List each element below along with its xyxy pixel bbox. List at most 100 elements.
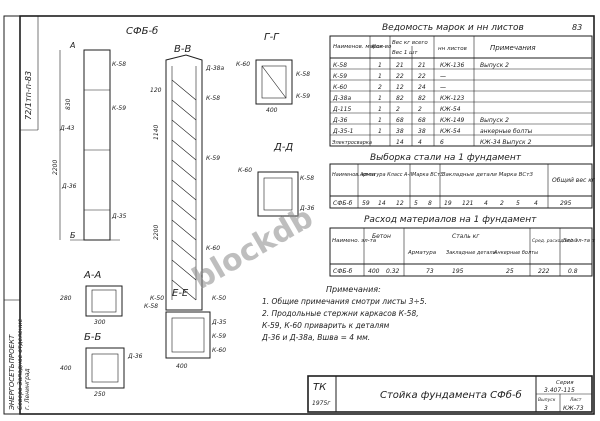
label-sfb-b: СФБ-б (126, 25, 158, 37)
dim-120-vv: 120 (150, 87, 162, 94)
label-bb: Б-Б (84, 332, 101, 343)
label-d35: Д-35 (111, 213, 127, 220)
svg-text:5: 5 (516, 200, 520, 207)
label-a-top: А (69, 41, 75, 50)
label-k59-ee: К-59 (212, 333, 226, 340)
notes-line-4: Д-36 и Д-38а, Вшва = 4 мм. (261, 333, 370, 342)
steel-table-frame (329, 163, 593, 209)
svg-text:25: 25 (506, 268, 514, 275)
steel-head-embedded: Закладные детали Марка ВСт3 (442, 172, 533, 178)
svg-text:1: 1 (378, 95, 382, 102)
svg-text:2: 2 (418, 106, 422, 113)
svg-text:1: 1 (378, 73, 382, 80)
designer-stamp-line3: г. Ленинград (24, 368, 31, 410)
marks-head-sheets: нн листов (438, 46, 467, 52)
svg-text:Выпуск 2: Выпуск 2 (480, 62, 509, 69)
svg-text:22: 22 (396, 73, 404, 80)
svg-text:анкерные болты: анкерные болты (480, 128, 533, 135)
svg-text:6: 6 (440, 139, 444, 146)
section-bb-cage (91, 353, 119, 383)
marks-head-w1: Вес 1 шт (392, 50, 418, 56)
label-k60-dd: К-60 (238, 167, 252, 174)
svg-text:222: 222 (538, 268, 550, 275)
svg-text:Д-35-1: Д-35-1 (332, 128, 353, 135)
title-block-mark: ТК (313, 382, 327, 393)
section-aa-cage (91, 289, 117, 313)
table-row: СФБ-б 400 0.32 73 195 25 222 0.8 (333, 268, 578, 275)
svg-text:0.8: 0.8 (568, 268, 578, 275)
section-ee-cage (171, 317, 205, 353)
label-d38a-vv: Д-38а (205, 65, 224, 72)
section-bb-outline (85, 347, 125, 389)
label-k58-left: К-58 (112, 61, 126, 68)
label-k60-ee: К-60 (212, 347, 226, 354)
label-k59-left: К-59 (112, 105, 126, 112)
section-ee-outline (165, 311, 211, 359)
label-vv: В-В (174, 44, 191, 55)
svg-text:2: 2 (378, 84, 382, 91)
label-d36-left: Д-36 (61, 183, 77, 190)
svg-text:12: 12 (396, 200, 404, 207)
title-block-year: 1975г (312, 400, 331, 407)
svg-text:8: 8 (428, 200, 432, 207)
section-gg-cage (261, 65, 287, 99)
vv-stirrups (171, 79, 197, 301)
svg-text:82: 82 (396, 95, 404, 102)
label-b-bottom: Б (70, 231, 76, 240)
svg-text:СФБ-б: СФБ-б (333, 200, 353, 207)
steel-head-total: Общий вес кг (552, 177, 596, 184)
material-head-embedded: Закладные детали (446, 250, 497, 256)
label-d36-dd: Д-36 (299, 205, 315, 212)
marks-head-name: Наименов. марок (333, 44, 384, 50)
label-k50-vv: К-50 (150, 295, 164, 302)
notes-title: Примечания: (326, 285, 381, 294)
steel-head-rebar: Арматура Класс А-II (359, 172, 413, 178)
svg-text:КЖ-136: КЖ-136 (440, 62, 465, 69)
marks-head-wall: Вес кг всего (392, 40, 428, 46)
steel-table-title: Выборка стали на 1 фундамент (370, 153, 522, 163)
designer-stamp-line1: ЭНЕРГОСЕТЬПРОЕКТ (8, 334, 16, 411)
dim-300-aa: 300 (94, 319, 106, 326)
svg-text:КЖ-54: КЖ-54 (440, 106, 461, 113)
svg-text:21: 21 (418, 62, 426, 69)
label-k58-ee: К-58 (144, 303, 158, 310)
designer-stamp-line2: Северо-Западное отделение (17, 318, 24, 410)
material-head-weight: Вес эл-та т (563, 238, 596, 244)
table-row: СФБ-б 59 14 12 5 8 19 121 4 2 5 4 295 (333, 200, 572, 207)
material-head-rebar: Арматура (407, 250, 437, 256)
svg-text:82: 82 (418, 95, 426, 102)
svg-text:Д-115: Д-115 (332, 106, 351, 113)
dim-400-bb: 400 (60, 365, 72, 372)
svg-text:38: 38 (396, 128, 404, 135)
svg-text:21: 21 (396, 62, 404, 69)
svg-text:Д-36: Д-36 (332, 117, 348, 124)
material-table-frame (329, 227, 593, 277)
sheet-number: 83 (572, 23, 582, 32)
svg-text:73: 73 (426, 268, 434, 275)
svg-text:19: 19 (444, 200, 452, 207)
section-aa-outline (85, 285, 123, 317)
material-head-avg: Сред. расход кг/м3 (532, 238, 578, 244)
notes-line-2: 2. Продольные стержни каркасов К-58, (262, 309, 419, 318)
gg-diag (261, 65, 287, 99)
marks-table-title: Ведомость марок и нн листов (382, 23, 524, 33)
svg-text:195: 195 (452, 268, 464, 275)
material-table-title: Расход материалов на 1 фундамент (364, 215, 537, 225)
marks-head-qty: Кол-во (372, 44, 392, 50)
svg-text:Д-38а: Д-38а (332, 95, 351, 102)
title-block-series-label: Серия (556, 380, 574, 386)
dim-400-gg: 400 (266, 107, 278, 114)
svg-text:14: 14 (396, 139, 404, 146)
svg-text:СФБ-б: СФБ-б (333, 268, 353, 275)
material-head-name: Наимено. эл-та (332, 238, 377, 244)
label-ee: Е-Е (172, 288, 189, 299)
svg-text:2: 2 (396, 106, 400, 113)
svg-text:24: 24 (418, 84, 426, 91)
side-code: 72/1тп-п-83 (24, 71, 33, 120)
section-dd-cage (263, 177, 293, 211)
label-k58-gg: К-58 (296, 71, 310, 78)
